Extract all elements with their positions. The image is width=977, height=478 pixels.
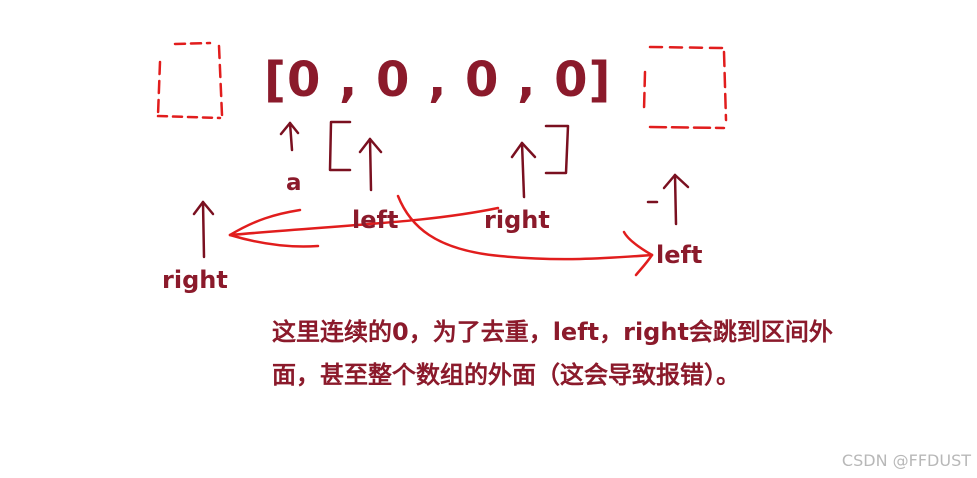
out-of-range-box-right — [642, 45, 728, 130]
interval-bracket-left — [328, 120, 352, 172]
label-right-outer: right — [162, 266, 228, 294]
label-left-inner: left — [352, 206, 399, 234]
out-of-range-box-left — [156, 41, 224, 120]
note-line-2: 面，甚至整个数组的外面（这会导致报错）。 — [272, 361, 740, 389]
label-right-inner: right — [484, 206, 550, 234]
jump-curve-right — [228, 206, 500, 248]
array-literal: [0 , 0 , 0 , 0] — [264, 52, 612, 108]
arrow-right-inner — [510, 141, 537, 199]
label-left-outer: left — [656, 241, 703, 269]
explanation-note: 这里连续的0，为了去重，left，right会跳到区间外 面，甚至整个数组的外面… — [272, 311, 912, 397]
arrow-left-outer — [646, 173, 690, 226]
arrow-right-outer — [192, 200, 215, 259]
label-a: a — [286, 170, 302, 196]
watermark: CSDN @FFDUST — [841, 451, 971, 470]
arrow-a — [279, 121, 300, 152]
interval-bracket-right — [544, 124, 570, 175]
note-line-1: 这里连续的0，为了去重，left，right会跳到区间外 — [272, 318, 833, 346]
arrow-left-inner — [358, 137, 383, 192]
jump-curve-left — [396, 194, 654, 277]
